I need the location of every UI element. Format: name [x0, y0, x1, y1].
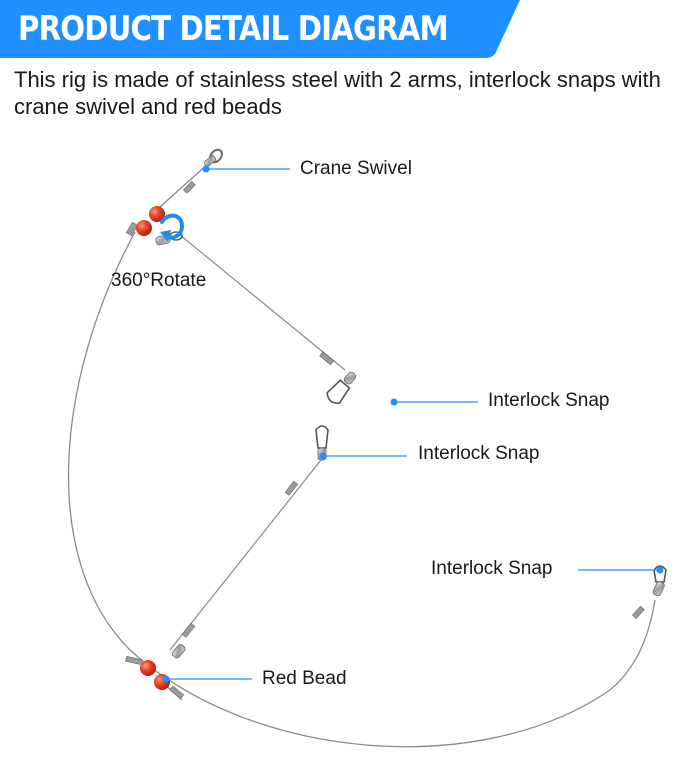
callout-dot [162, 675, 170, 683]
label-rotate: 360°Rotate [111, 270, 207, 291]
red-bead [149, 206, 165, 222]
callout-lines [162, 165, 664, 683]
callout-dot [656, 566, 664, 574]
main-wire [67, 231, 656, 748]
callout-dot [390, 398, 398, 406]
label-interlock-snap-3: Interlock Snap [431, 558, 553, 579]
banner-background [0, 0, 520, 58]
interlock-snap-1 [326, 371, 357, 404]
crane-swivel [203, 148, 223, 167]
bead-swivel-bottom [171, 644, 186, 659]
label-interlock-snap-2: Interlock Snap [418, 443, 540, 464]
red-bead [136, 220, 152, 236]
red-bead [140, 660, 156, 676]
page-title: PRODUCT DETAIL DIAGRAM [18, 9, 449, 49]
header-banner: PRODUCT DETAIL DIAGRAM [0, 0, 520, 58]
label-interlock-snap-1: Interlock Snap [488, 390, 610, 411]
crimp-sleeves [125, 180, 645, 700]
label-crane-swivel: Crane Swivel [300, 158, 412, 179]
label-red-bead: Red Bead [262, 668, 347, 689]
rotate-arrow-icon [160, 213, 185, 242]
product-description: This rig is made of stainless steel with… [14, 67, 661, 119]
callout-dot [202, 165, 210, 173]
arm-wire-top [179, 234, 346, 371]
arm-wire-bottom [169, 454, 326, 651]
callout-dot [319, 452, 327, 460]
